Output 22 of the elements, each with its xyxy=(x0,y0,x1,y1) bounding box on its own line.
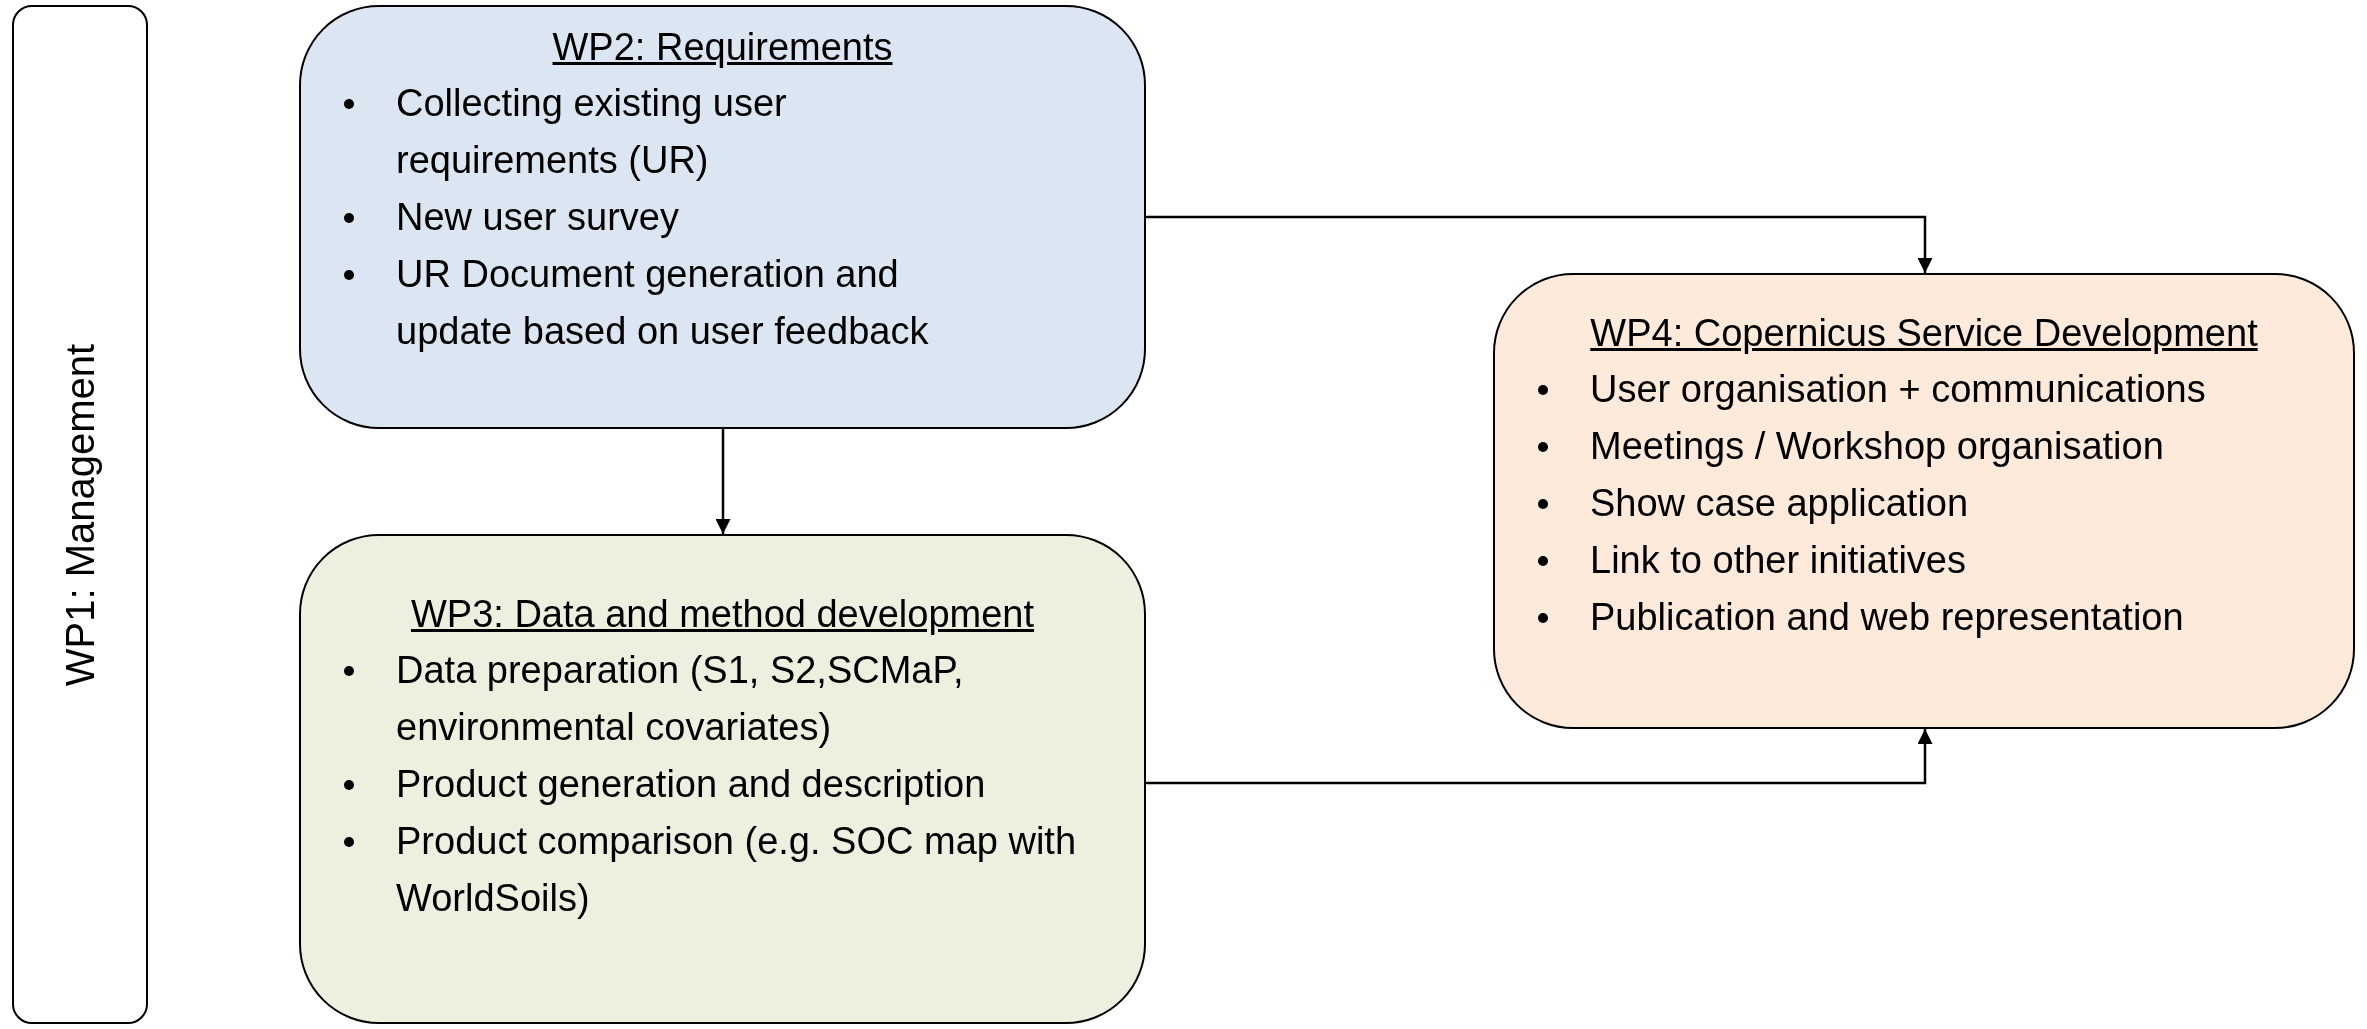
arrow xyxy=(1146,215,1933,273)
bullet-item: Link to other initiatives xyxy=(1590,539,1966,581)
work-package-box xyxy=(1493,273,2355,729)
bullet-item: Show case application xyxy=(1590,482,1969,524)
arrow xyxy=(715,429,731,534)
panel-title: WP1: Management xyxy=(57,343,103,686)
bullet-item: Collecting existing user requirements (UR) xyxy=(396,82,787,181)
bullet-item: Product comparison (e.g. SOC map with WorldSoils) xyxy=(396,820,1077,919)
side-panel xyxy=(12,5,148,1024)
bullet-item: Product generation and description xyxy=(396,763,986,805)
bullet-item: Meetings / Workshop organisation xyxy=(1590,425,2164,467)
work-package-box xyxy=(299,5,1146,429)
box-heading: WP4: Copernicus Service Development xyxy=(1589,311,2259,356)
bullet-item: UR Document generation and update based on user feedback xyxy=(396,253,929,352)
bullet-item: Publication and web representation xyxy=(1590,596,2184,638)
box-heading: WP2: Requirements xyxy=(551,25,894,70)
bullet-item: User organisation + communications xyxy=(1590,368,2206,410)
box-heading: WP3: Data and method development xyxy=(409,592,1036,637)
bullet-item: Data preparation (S1, S2,SCMaP, environmental covariates) xyxy=(396,649,964,748)
bullet-item: New user survey xyxy=(396,196,679,238)
work-package-box xyxy=(299,534,1146,1024)
arrow xyxy=(1146,729,1933,785)
